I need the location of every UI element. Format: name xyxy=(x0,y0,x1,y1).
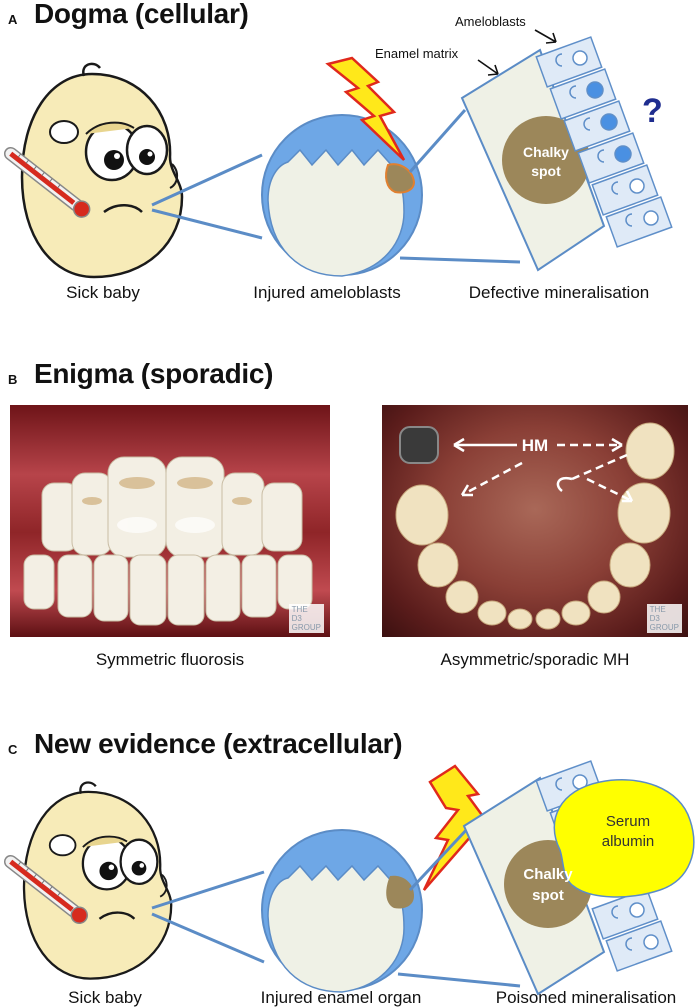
panel-c: C New evidence (extracellular) xyxy=(0,728,700,1008)
thermometer-icon xyxy=(3,854,89,925)
photo-symmetric-fluorosis: THE D3 GROUP xyxy=(10,405,330,637)
serum-albumin-label-1: Serum xyxy=(606,813,650,830)
thermometer-icon xyxy=(3,146,91,218)
photo-asymmetric-mh: HM THE D3 GROUP xyxy=(382,405,688,637)
baby-face-icon xyxy=(20,62,184,279)
baby-face-icon xyxy=(22,781,173,980)
watermark-logo: THE D3 GROUP xyxy=(646,604,682,633)
connector-line xyxy=(408,824,472,892)
serum-albumin-blob xyxy=(553,779,695,898)
panel-c-diagram: Chalky spot Serum albumin xyxy=(3,760,695,996)
panel-a: A Dogma (cellular) xyxy=(0,0,700,330)
teeth-illustration xyxy=(23,456,313,626)
chalky-spot-label-2: spot xyxy=(532,887,564,904)
arrow-icon xyxy=(534,29,557,44)
question-mark: ? xyxy=(642,92,663,130)
watermark-logo: THE D3 GROUP xyxy=(288,604,324,633)
watermark-line-2: D3 xyxy=(291,614,302,623)
caption-asymmetric-mh: Asymmetric/sporadic MH xyxy=(440,650,630,669)
watermark-line-3: GROUP xyxy=(291,623,321,632)
caption-sick-baby: Sick baby xyxy=(68,988,142,1007)
connector-line xyxy=(151,912,265,964)
panel-b-label: B xyxy=(8,372,18,387)
chalky-spot-label-2: spot xyxy=(531,163,561,179)
watermark-line-3: GROUP xyxy=(649,623,679,632)
panel-a-title: Dogma (cellular) xyxy=(34,0,249,29)
connector-line xyxy=(397,972,521,988)
caption-injured-enamel-organ: Injured enamel organ xyxy=(260,988,422,1007)
connector-line xyxy=(408,109,467,173)
hm-label: HM xyxy=(522,436,548,455)
chalky-spot-label-1: Chalky xyxy=(523,866,573,883)
tooth-crown-icon xyxy=(261,829,423,993)
connector-line xyxy=(151,208,263,240)
connector-line xyxy=(151,153,263,207)
caption-poisoned-mineralisation: Poisoned mineralisation xyxy=(495,988,677,1007)
ameloblast-cell-layer xyxy=(535,36,673,248)
panel-c-label: C xyxy=(8,742,18,757)
watermark-line-1: THE xyxy=(649,605,666,614)
enamel-matrix-label: Enamel matrix xyxy=(375,46,459,61)
arrow-icon xyxy=(477,59,499,76)
lightning-bolt-icon xyxy=(325,56,406,161)
connector-line xyxy=(151,870,265,910)
panel-c-title: New evidence (extracellular) xyxy=(34,728,403,759)
enamel-matrix-zoom xyxy=(460,48,606,272)
serum-albumin-label-2: albumin xyxy=(602,833,655,850)
chalky-spot-label-1: Chalky xyxy=(523,144,569,160)
watermark-line-2: D3 xyxy=(649,614,660,623)
connector-line xyxy=(399,256,521,264)
panel-a-diagram: Chalky spot Ameloblasts Enamel matrix ? xyxy=(3,14,673,279)
caption-injured-ameloblasts: Injured ameloblasts xyxy=(253,283,401,302)
caption-defective-mineralisation: Defective mineralisation xyxy=(468,283,650,302)
watermark-line-1: THE xyxy=(291,605,308,614)
lower-arch-illustration: HM xyxy=(395,422,675,630)
panel-b-title: Enigma (sporadic) xyxy=(34,358,274,389)
ameloblasts-label: Ameloblasts xyxy=(455,14,526,29)
tooth-crown-icon xyxy=(261,114,423,277)
caption-symmetric-fluorosis: Symmetric fluorosis xyxy=(95,650,245,669)
panel-a-label: A xyxy=(8,12,18,27)
caption-sick-baby: Sick baby xyxy=(66,283,140,302)
panel-b: B Enigma (sporadic) xyxy=(0,358,700,690)
